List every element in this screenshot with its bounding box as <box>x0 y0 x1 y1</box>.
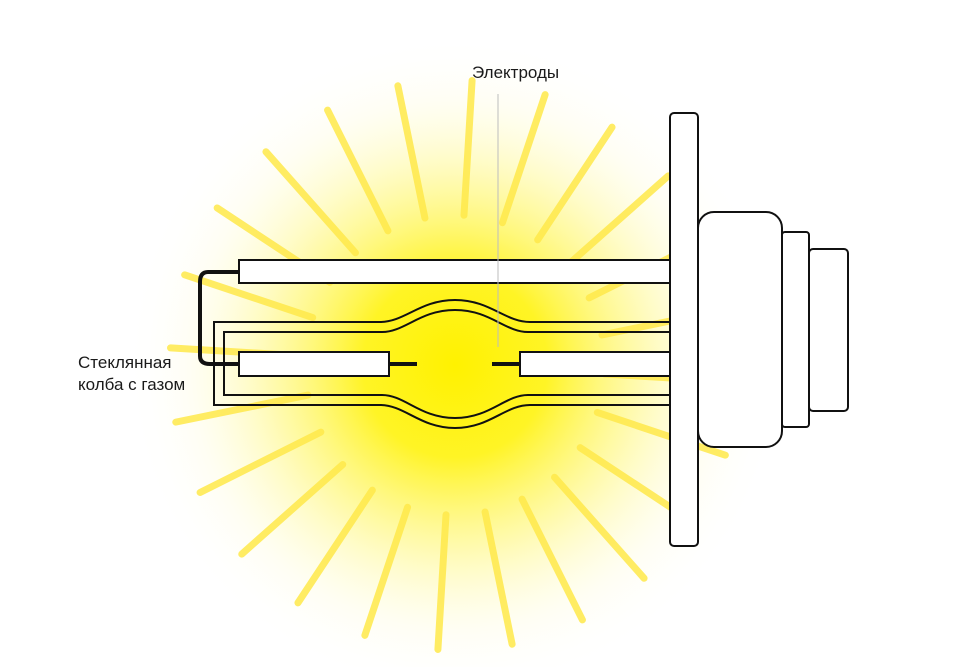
light-ray <box>481 508 516 648</box>
light-ray <box>324 106 392 235</box>
light-ray <box>534 123 616 244</box>
connector-step <box>781 231 810 428</box>
light-ray <box>498 91 549 227</box>
light-ray <box>394 82 429 222</box>
left-electrode-holder <box>238 351 390 377</box>
light-ray <box>563 172 672 269</box>
glass-bulb-inner <box>223 308 671 420</box>
light-ray <box>262 148 359 257</box>
light-ray <box>238 461 347 558</box>
light-ray <box>196 428 325 496</box>
base-flange <box>669 112 699 547</box>
light-ray <box>172 391 312 426</box>
glass-bulb-label-line1: Стеклянная <box>78 353 172 372</box>
glass-bulb-label-line2: колба с газом <box>78 375 186 394</box>
light-ray <box>361 503 412 639</box>
light-ray <box>593 408 729 459</box>
glass-bulb-label: Стеклянная колба с газом <box>78 352 185 396</box>
light-ray <box>294 486 376 607</box>
electrodes-label: Электроды <box>472 63 560 82</box>
light-ray <box>518 495 586 624</box>
light-ray <box>460 77 476 219</box>
connector-end <box>808 248 849 412</box>
glass-bulb-outer <box>213 298 671 430</box>
lead-wire <box>198 270 240 366</box>
right-electrode-holder <box>519 351 672 377</box>
return-rod <box>238 259 672 284</box>
light-ray <box>181 271 317 322</box>
base-body <box>697 211 783 448</box>
light-ray <box>551 473 648 582</box>
light-ray <box>434 511 450 653</box>
